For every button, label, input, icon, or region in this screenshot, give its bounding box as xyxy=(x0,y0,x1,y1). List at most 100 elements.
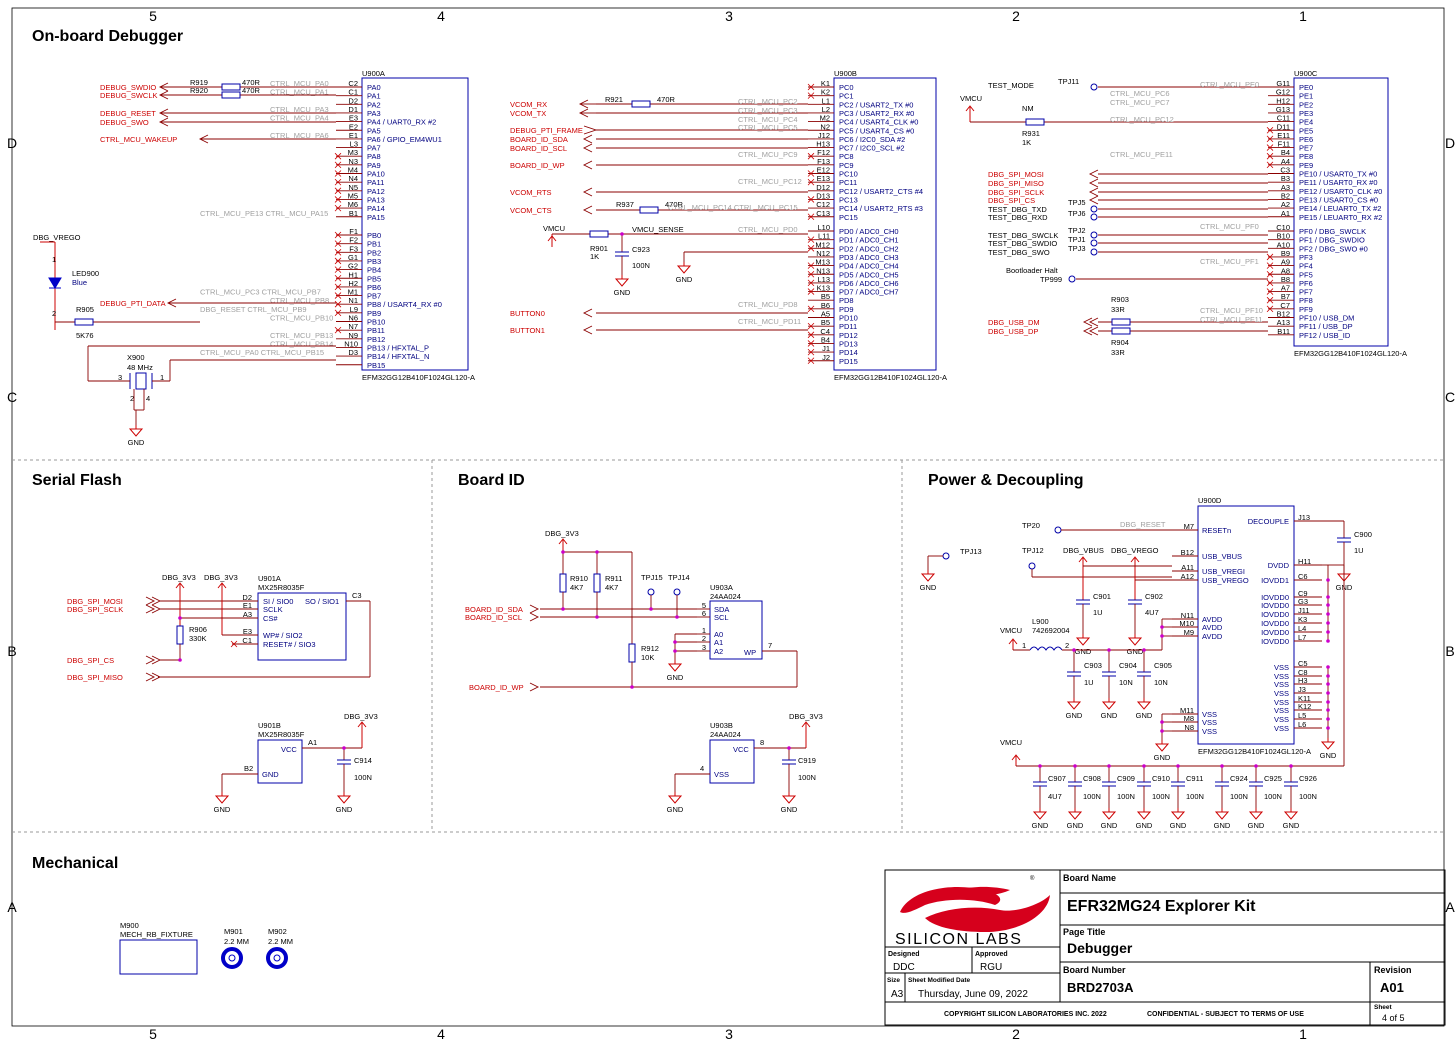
r905-ref: R905 xyxy=(76,305,94,314)
cap-ref: C924 xyxy=(1230,774,1248,783)
title-block: SILICON LABS ® Board Name EFR32MG24 Expl… xyxy=(884,869,1446,1026)
pin-name: IOVDD0 xyxy=(1261,601,1289,610)
pin-name: A1 xyxy=(714,638,723,647)
junction-dot xyxy=(1326,603,1330,607)
pin-name: VSS xyxy=(1202,710,1217,719)
m902-value: 2.2 MM xyxy=(268,937,293,946)
pin-number: F11 xyxy=(1278,140,1290,149)
zone-row-left: D xyxy=(7,135,17,151)
pin-name: PD14 xyxy=(839,348,858,357)
u903b-body xyxy=(709,739,755,784)
signal-label: DBG_SPI_SCLK xyxy=(988,188,1044,197)
pin-name: WP xyxy=(744,648,756,657)
pin-number: D3 xyxy=(348,348,358,357)
x900-value: 48 MHz xyxy=(127,363,153,372)
u901b-part: MX25R8035F xyxy=(258,730,305,739)
junction-dot xyxy=(1326,630,1330,634)
no-connect-icon xyxy=(334,274,342,282)
c900-value: 1U xyxy=(1354,546,1364,555)
junction-dot xyxy=(1107,648,1111,652)
u900a-body xyxy=(361,77,469,371)
mounting-hole-icon xyxy=(273,954,281,962)
pin-number: A2 xyxy=(1281,200,1290,209)
pin-name: PA2 xyxy=(367,100,381,109)
no-connect-icon xyxy=(1266,135,1274,143)
net-label: CTRL_MCU_PC12 xyxy=(738,177,802,186)
signal-label: DBG_SPI_SCLK xyxy=(67,605,123,614)
c923-ref: C923 xyxy=(632,245,650,254)
pin-name: PB6 xyxy=(367,283,381,292)
ground-label: GND xyxy=(1248,821,1265,830)
zone-col-bottom: 5 xyxy=(149,1026,157,1042)
u903a-body xyxy=(709,600,763,660)
pin-number: A11 xyxy=(1181,563,1194,572)
pin-number: L13 xyxy=(817,275,830,284)
net-label: CTRL_MCU_PC2 xyxy=(738,97,798,106)
resistor-icon xyxy=(74,318,94,326)
pin-number: A10 xyxy=(1277,240,1290,249)
sheet-label: Sheet xyxy=(1374,1004,1393,1011)
pin-number: 2 xyxy=(130,394,134,403)
u901b-body xyxy=(257,739,303,784)
junction-dot xyxy=(178,658,182,662)
pin-number: A4 xyxy=(1281,157,1290,166)
crystal-icon xyxy=(135,372,147,390)
ground-label: GND xyxy=(1101,821,1118,830)
zone-row-left: A xyxy=(7,899,17,915)
offpage-arrow-icon xyxy=(582,160,593,170)
offpage-arrow-icon xyxy=(529,682,540,692)
offpage-arrow-icon xyxy=(145,672,162,682)
no-connect-icon xyxy=(1266,126,1274,134)
ground-icon xyxy=(667,660,683,672)
pin-number: D1 xyxy=(348,105,358,114)
zone-col-top: 4 xyxy=(437,8,445,24)
pin-number: C13 xyxy=(816,209,830,218)
u903b-ref: U903B xyxy=(710,721,733,730)
no-connect-icon xyxy=(334,152,342,160)
ground-icon xyxy=(676,262,692,274)
signal-label: VCOM_RX xyxy=(510,100,547,109)
signal-label: BOARD_ID_WP xyxy=(469,683,524,692)
pin-number: B8 xyxy=(1281,275,1290,284)
r911-value: 4K7 xyxy=(605,583,618,592)
power-arrow-icon xyxy=(965,105,975,117)
junction-dot xyxy=(673,649,677,653)
r919-value: 470R xyxy=(242,78,261,87)
pin-number: E11 xyxy=(1277,131,1290,140)
pin-number: 4 xyxy=(700,764,704,773)
no-connect-icon xyxy=(334,161,342,169)
signal-label: DBG_SPI_MISO xyxy=(988,179,1044,188)
net-label: CTRL_MCU_PF1 xyxy=(1200,257,1259,266)
power-arrow-icon xyxy=(801,721,811,733)
junction-dot xyxy=(1326,726,1330,730)
pin-name: RESETn xyxy=(1202,526,1231,535)
vmcu-label: VMCU xyxy=(543,224,565,233)
junction-dot xyxy=(1326,621,1330,625)
signal-label: TEST_DBG_SWDIO xyxy=(988,239,1057,248)
pin-name: PD0 / ADC0_CH0 xyxy=(839,227,899,236)
pin-name: PF5 xyxy=(1299,270,1313,279)
net-label: CTRL_MCU_PE0 xyxy=(1200,80,1259,89)
c901-ref: C901 xyxy=(1093,592,1111,601)
l900-value: 742692004 xyxy=(1032,626,1070,635)
pin-name: PF12 / USB_ID xyxy=(1299,331,1351,340)
pin-name: PA0 xyxy=(367,83,381,92)
pin-number: C3 xyxy=(1280,166,1290,175)
pin-name: PE2 xyxy=(1299,100,1313,109)
pin-name: VSS xyxy=(1274,706,1289,715)
pin-number: L5 xyxy=(1298,711,1306,720)
signal-label: DBG_SPI_MOSI xyxy=(988,170,1044,179)
cap-value: 100N xyxy=(1152,792,1170,801)
ground-icon xyxy=(1214,808,1230,820)
inductor-icon xyxy=(1029,646,1063,651)
tp-label: TPJ14 xyxy=(668,573,690,582)
power-arrow-icon xyxy=(217,582,227,594)
offpage-arrow-icon xyxy=(1082,317,1099,327)
c919-value: 100N xyxy=(798,773,816,782)
net-label: CTRL_MCU_PD8 xyxy=(738,300,798,309)
pin-number: J12 xyxy=(818,131,830,140)
net-label: CTRL_MCU_PC12 xyxy=(1110,115,1174,124)
pin-name: PC13 xyxy=(839,195,858,204)
tp-label: TPJ2 xyxy=(1068,226,1086,235)
